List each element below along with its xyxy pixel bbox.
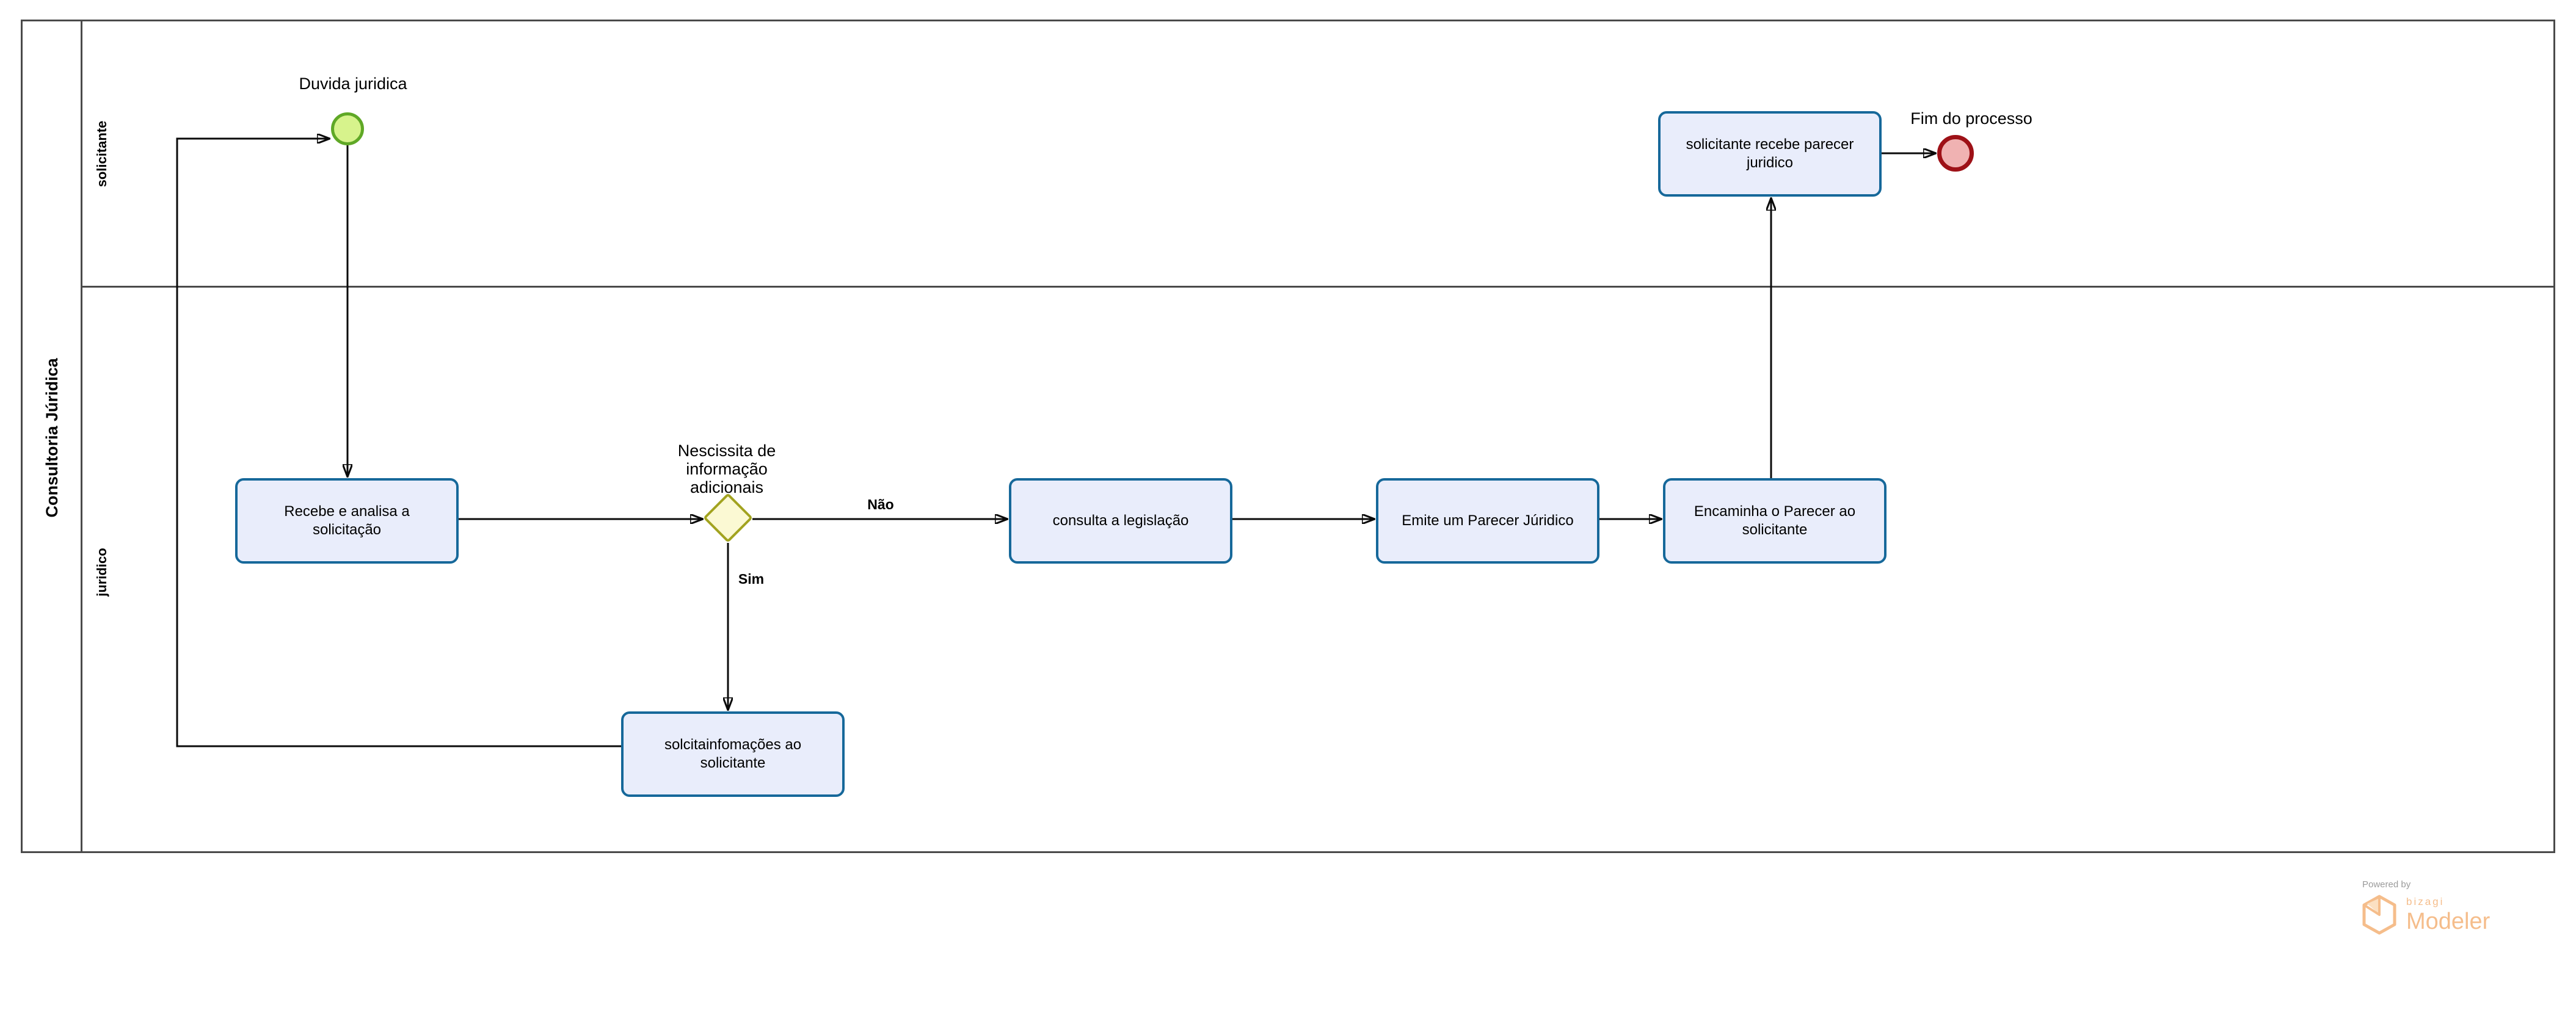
task-encaminha-parecer: Encaminha o Parecer ao solicitante (1663, 478, 1887, 564)
gateway-question-label: Nescissita de informação adicionais (635, 442, 818, 496)
pool-consultoria-juridica: Consultoria Júridica solicitante juridic… (21, 20, 2555, 853)
powered-by-text: Powered by (2362, 879, 2411, 890)
bizagi-wordmark: bizagi (2406, 896, 2445, 907)
edge-label-sim: Sim (738, 571, 765, 587)
end-event-circle (1937, 135, 1974, 172)
task-solicitante-recebe-parecer: solicitante recebe parecer juridico (1658, 111, 1882, 197)
edge-label-nao: Não (867, 496, 894, 512)
modeler-wordmark: Modeler (2406, 909, 2490, 934)
flow-solicita-loop-to-start (176, 139, 621, 747)
bizagi-branding: Powered by bizagi Modeler (2362, 879, 2490, 935)
gateway-question-line-3: adicionais (689, 478, 764, 496)
task-solicita-informacoes: solcitainfomações ao solicitante (621, 711, 845, 797)
pool-name-strip: Consultoria Júridica (23, 21, 82, 851)
gateway-question-line-2: informação (686, 460, 768, 478)
task-consulta-legislacao: consulta a legislação (1009, 478, 1232, 564)
bizagi-box-icon (2362, 895, 2396, 935)
task-emite-parecer: Emite um Parecer Júridico (1376, 478, 1599, 564)
start-event-label: Duvida juridica (299, 74, 407, 93)
end-event-label: Fim do processo (1910, 109, 2032, 128)
lane-divider (82, 286, 2553, 288)
start-event-circle (331, 112, 364, 145)
gateway-question-line-1: Nescissita de (677, 442, 776, 460)
task-recebe-analisa: Recebe e analisa a solicitação (235, 478, 459, 564)
